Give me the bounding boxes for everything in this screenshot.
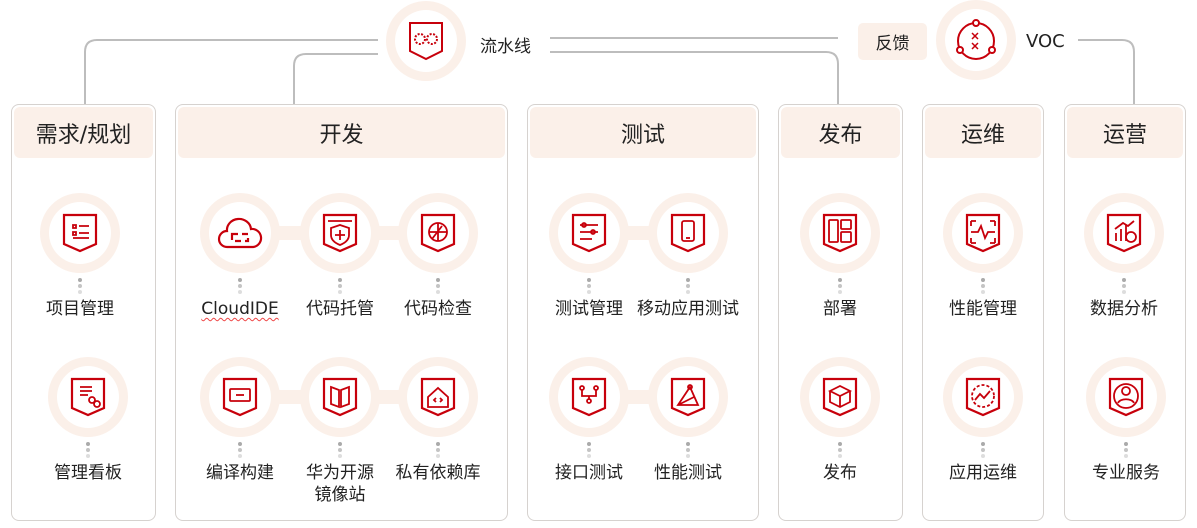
- tool-label[interactable]: 发布: [823, 463, 857, 483]
- tool-node[interactable]: [648, 193, 728, 273]
- app-ops-icon: [965, 377, 1001, 417]
- dots-divider: [838, 278, 842, 296]
- tool-label[interactable]: 性能管理: [949, 299, 1017, 319]
- tool-node[interactable]: [943, 193, 1023, 273]
- tool-label[interactable]: 专业服务: [1092, 463, 1160, 483]
- tool-node[interactable]: [1084, 193, 1164, 273]
- stage-title: 测试: [530, 107, 756, 158]
- tool-node[interactable]: [40, 193, 120, 273]
- tool-node[interactable]: [648, 357, 728, 437]
- tool-label[interactable]: 数据分析: [1090, 299, 1158, 319]
- tool-label[interactable]: 接口测试: [555, 463, 623, 483]
- tool-node[interactable]: [300, 193, 380, 273]
- dots-divider: [78, 278, 82, 296]
- stage-column: 运维: [922, 104, 1044, 521]
- performance-monitor-icon: [965, 213, 1001, 253]
- tool-node[interactable]: [48, 357, 128, 437]
- dots-divider: [238, 442, 242, 460]
- voc-cycle-icon: [956, 19, 996, 60]
- stage-column: 开发: [175, 104, 508, 521]
- tool-label[interactable]: 移动应用测试: [637, 299, 739, 319]
- tool-label[interactable]: 代码托管: [306, 299, 374, 319]
- stage-title: 需求/规划: [14, 107, 153, 158]
- stage-title: 开发: [178, 107, 505, 158]
- cloud-ide-icon: [217, 217, 263, 249]
- tool-node[interactable]: [800, 357, 880, 437]
- api-test-icon: [571, 377, 607, 417]
- private-repo-house-icon: [420, 377, 456, 417]
- project-list-icon: [62, 213, 98, 253]
- test-management-icon: [571, 213, 607, 253]
- tool-label[interactable]: 测试管理: [555, 299, 623, 319]
- pipeline-infinity-icon: [409, 22, 443, 61]
- voc-label: VOC: [1026, 31, 1065, 52]
- dots-divider: [86, 442, 90, 460]
- dots-divider: [338, 442, 342, 460]
- dots-divider: [338, 278, 342, 296]
- tool-label[interactable]: 项目管理: [46, 299, 114, 319]
- tool-label[interactable]: 编译构建: [206, 463, 274, 483]
- stage-title: 运维: [925, 107, 1041, 158]
- tool-node[interactable]: [549, 357, 629, 437]
- tool-label[interactable]: 应用运维: [949, 463, 1017, 483]
- dots-divider: [587, 278, 591, 296]
- tool-label[interactable]: 管理看板: [54, 463, 122, 483]
- dots-divider: [436, 442, 440, 460]
- feedback-badge: 反馈: [858, 23, 927, 60]
- stage-column: 需求/规划: [11, 104, 156, 521]
- code-hosting-shield-icon: [322, 213, 358, 253]
- tool-label[interactable]: CloudIDE: [201, 299, 279, 319]
- professional-service-icon: [1108, 377, 1144, 417]
- stage-title: 运营: [1067, 107, 1183, 158]
- dots-divider: [1124, 442, 1128, 460]
- deploy-icon: [822, 213, 858, 253]
- tool-node[interactable]: [300, 357, 380, 437]
- build-icon: [222, 377, 258, 417]
- pipeline-node[interactable]: [386, 1, 466, 81]
- stage-title: 发布: [781, 107, 900, 158]
- kanban-icon: [70, 377, 106, 417]
- dots-divider: [838, 442, 842, 460]
- tool-label[interactable]: 性能测试: [654, 463, 722, 483]
- release-box-icon: [822, 377, 858, 417]
- tool-node[interactable]: [800, 193, 880, 273]
- dots-divider: [238, 278, 242, 296]
- dots-divider: [587, 442, 591, 460]
- mirror-book-icon: [322, 377, 358, 417]
- mobile-test-icon: [670, 213, 706, 253]
- tool-node[interactable]: [549, 193, 629, 273]
- tool-node[interactable]: [1086, 357, 1166, 437]
- dots-divider: [686, 278, 690, 296]
- dots-divider: [436, 278, 440, 296]
- tool-label[interactable]: 华为开源 镜像站: [306, 463, 374, 505]
- tool-label[interactable]: 私有依赖库: [395, 463, 481, 483]
- tool-label[interactable]: 部署: [823, 299, 857, 319]
- dots-divider: [1122, 278, 1126, 296]
- voc-node[interactable]: [936, 0, 1016, 80]
- data-analysis-icon: [1106, 213, 1142, 253]
- code-check-radar-icon: [420, 213, 456, 253]
- stage-column: 运营: [1064, 104, 1186, 521]
- tool-node[interactable]: [200, 193, 280, 273]
- performance-test-icon: [670, 377, 706, 417]
- tool-node[interactable]: [398, 357, 478, 437]
- tool-node[interactable]: [943, 357, 1023, 437]
- dots-divider: [981, 278, 985, 296]
- pipeline-label: 流水线: [480, 37, 531, 57]
- tool-node[interactable]: [200, 357, 280, 437]
- tool-node[interactable]: [398, 193, 478, 273]
- dots-divider: [686, 442, 690, 460]
- dots-divider: [981, 442, 985, 460]
- tool-label[interactable]: 代码检查: [404, 299, 472, 319]
- stage-column: 测试: [527, 104, 759, 521]
